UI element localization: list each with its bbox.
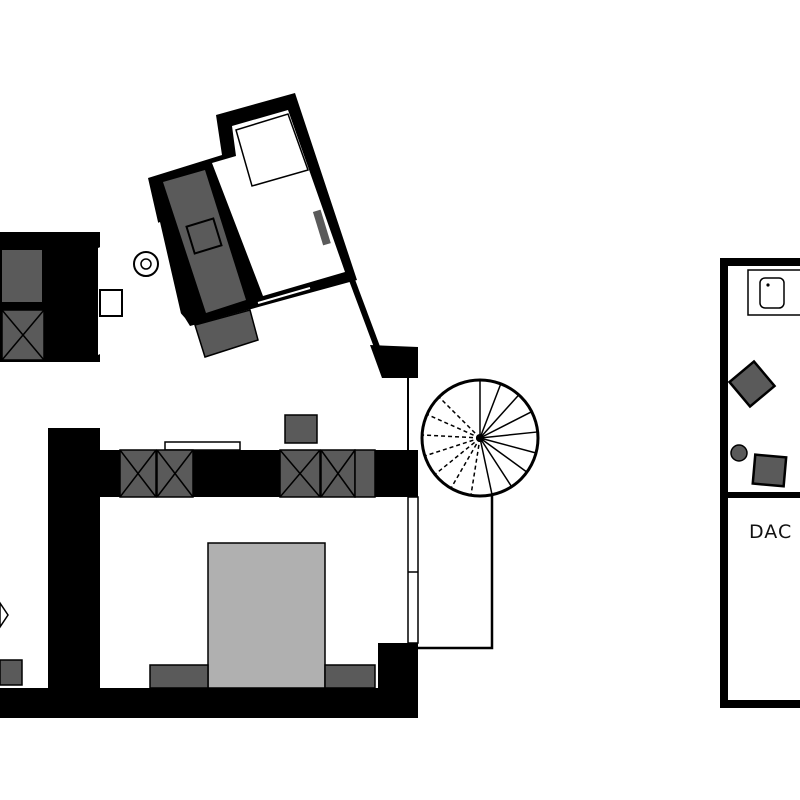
sink xyxy=(185,217,223,255)
left-storage-crossed xyxy=(1,309,45,361)
diagonal-wall xyxy=(349,278,383,357)
nightstand-right xyxy=(324,664,376,689)
spiral-staircase xyxy=(420,378,540,498)
upper-wall-cabinet xyxy=(312,209,331,246)
armchair-1 xyxy=(727,359,777,409)
stair-tread xyxy=(479,394,520,439)
shelf-top xyxy=(164,441,241,451)
stair-tread xyxy=(479,437,537,454)
main-bedroom xyxy=(0,414,419,718)
stair-tread xyxy=(479,437,493,495)
upper-wing xyxy=(148,93,357,358)
window-right xyxy=(407,496,419,644)
stair-tread xyxy=(479,431,538,439)
room-label: DAC xyxy=(749,521,792,543)
stair-tread xyxy=(424,437,481,457)
stair-tread xyxy=(450,437,481,489)
stair-tread xyxy=(479,437,528,473)
stair-tread xyxy=(434,437,481,476)
left-edge-box xyxy=(0,659,23,686)
stair-tread xyxy=(479,437,513,488)
wardrobe-left xyxy=(119,449,194,498)
stair-tread xyxy=(426,413,481,439)
left-wall xyxy=(48,428,100,690)
toilet-bowl xyxy=(140,258,152,270)
bottom-wall xyxy=(0,688,418,718)
right-wall-lower xyxy=(378,643,418,690)
stair-tread xyxy=(479,383,502,439)
right-building: DAC xyxy=(720,258,800,708)
stair-railing xyxy=(418,496,494,650)
left-cabinet xyxy=(2,250,42,302)
wall-pillar xyxy=(370,345,418,378)
armchair-2 xyxy=(751,453,788,488)
upper-bed xyxy=(235,113,309,187)
bathroom-floor xyxy=(98,222,182,355)
bed xyxy=(207,542,326,689)
stair-tread xyxy=(470,437,481,496)
washbasin-icon xyxy=(99,289,123,317)
stool xyxy=(284,414,318,444)
left-edge-diamond xyxy=(0,601,9,629)
window-upper xyxy=(257,287,311,304)
stair-tread xyxy=(479,411,533,439)
upper-table xyxy=(194,309,259,358)
wardrobe-right xyxy=(279,449,376,498)
stair-tread xyxy=(438,396,481,439)
side-table xyxy=(730,444,748,462)
left-bath-block xyxy=(0,222,182,362)
stair-tread xyxy=(422,434,481,439)
nightstand-left xyxy=(149,664,209,689)
